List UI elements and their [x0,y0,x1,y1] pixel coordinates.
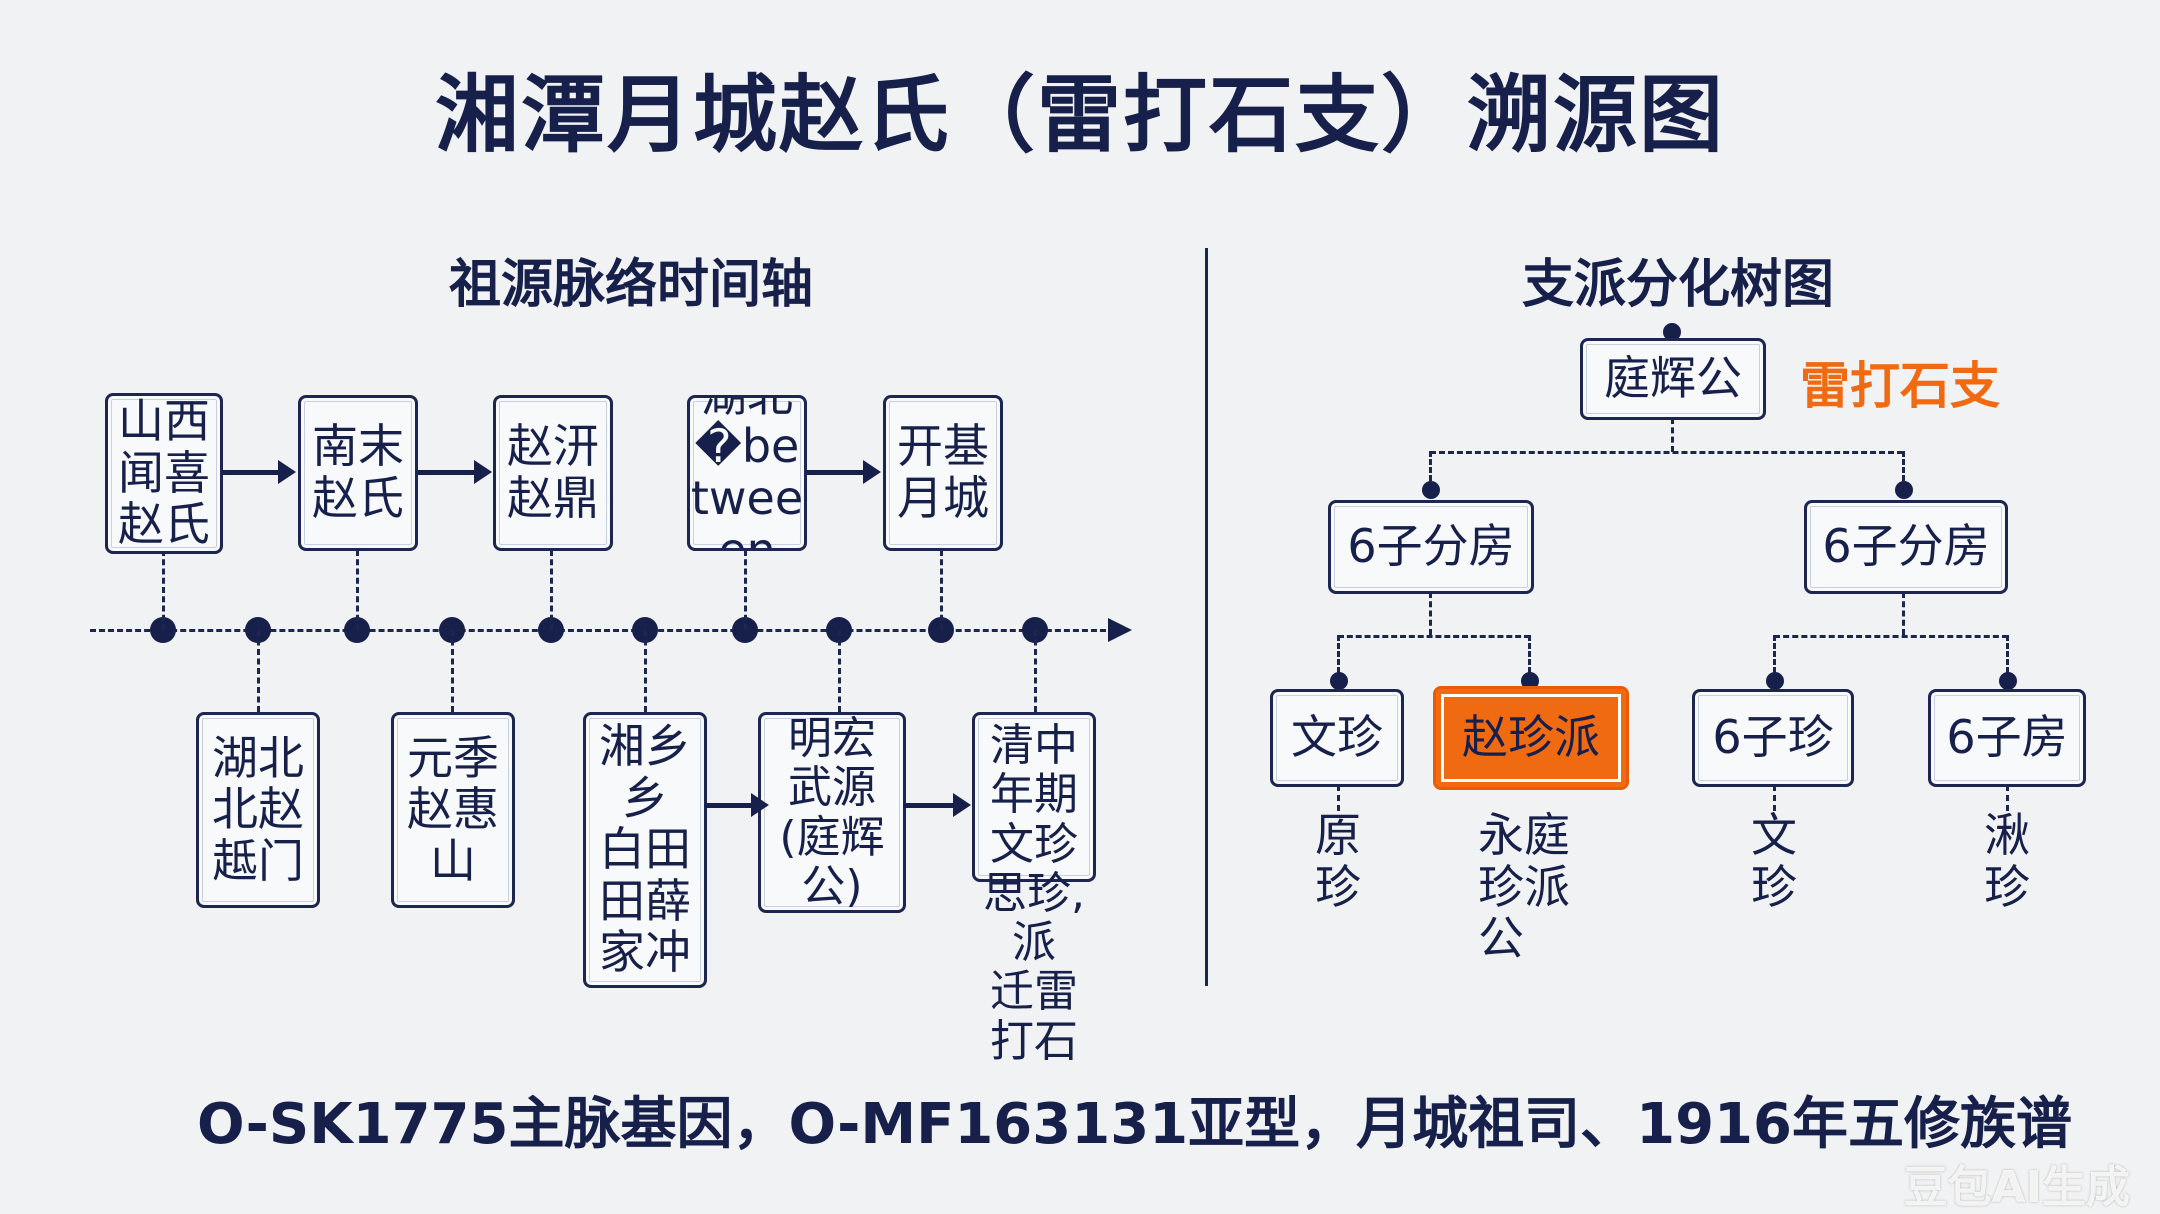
connector [451,630,454,712]
arrow-right-icon [903,793,971,817]
connector [1528,635,1531,681]
footer-caption: O-SK1775主脉基因，O-MF163131亚型，月城祖司、1916年五修族谱 [197,1092,2072,1157]
timeline-bottom-box: 湖北 北赵 趆门 [196,712,320,908]
tree-branch-box: 6子分房 [1804,500,2008,594]
timeline-bottom-box: 清中 年期 文珍 思珍,派 迁雷打石 [972,712,1096,1066]
timeline-top-box: 赵汧 赵鼎 [493,395,613,551]
tree-dot [1422,481,1440,499]
timeline-bottom-box: 明宏 武源 (庭辉公) [758,712,906,913]
tree-leaf-note: 原 珍 [1315,808,1361,914]
timeline-top-box: 山西 闻喜 赵氏 [105,393,223,554]
connector [257,630,260,712]
arrow-right-icon [705,793,769,817]
divider [1205,248,1208,986]
connector [1337,635,1340,681]
connector [1773,635,1776,681]
connector [940,550,943,630]
connector [1671,418,1674,452]
tree-root-tag: 雷打石支 [1800,357,2000,415]
timeline-top-box: 南末 赵氏 [298,395,418,551]
arrow-right-icon [222,460,296,484]
tree-branch-box: 6子分房 [1328,500,1534,594]
connector [1430,451,1903,454]
arrow-right-icon [807,460,881,484]
tree-leaf-box-highlighted: 赵珍派 [1433,686,1629,790]
timeline-bottom-box: 元季 赵惠 山 [391,712,515,908]
connector [1773,785,1776,811]
tree-dot [1330,672,1348,690]
timeline-axis [90,629,1115,632]
tree-dot [1895,481,1913,499]
tree-leaf-box: 6子房 [1928,689,2086,787]
timeline-heading: 祖源脉络时间轴 [448,255,814,315]
tree-leaf-note: 永庭 珍派 公 [1478,808,1570,966]
connector [1337,785,1340,811]
connector [1338,635,1530,638]
timeline-top-box: 湖北 �betweeen [687,395,807,551]
tree-heading: 支派分化树图 [1521,255,1835,315]
connector [162,550,165,630]
connector [838,630,841,712]
connector [644,630,647,712]
tree-dot [1999,672,2017,690]
connector [2006,635,2009,681]
timeline-arrowhead-icon [1108,618,1132,642]
connector [1429,592,1432,635]
tree-leaf-note: 湫 珍 [1984,808,2030,914]
tree-dot [1663,323,1681,341]
page-title: 湘潭月城赵氏（雷打石支）溯源图 [434,66,1725,164]
timeline-top-box: 开基 月城 [883,395,1003,551]
tree-root-box: 庭辉公 [1580,338,1766,420]
timeline-bottom-box: 湘乡 乡 白田 田薛 家冲 [583,712,707,988]
watermark: 豆包AI生成 [1903,1162,2130,1213]
connector [550,550,553,630]
connector [356,550,359,630]
tree-leaf-box: 文珍 [1270,689,1404,787]
tree-dot [1521,672,1539,690]
tree-dot [1766,672,1784,690]
connector [2006,785,2009,811]
connector [1774,635,2008,638]
connector [1429,451,1432,489]
tree-leaf-note: 文 珍 [1751,808,1797,914]
tree-leaf-box: 6子珍 [1692,689,1854,787]
connector [1034,630,1037,712]
connector [744,550,747,630]
arrow-right-icon [418,460,492,484]
connector [1902,451,1905,489]
connector [1902,592,1905,635]
